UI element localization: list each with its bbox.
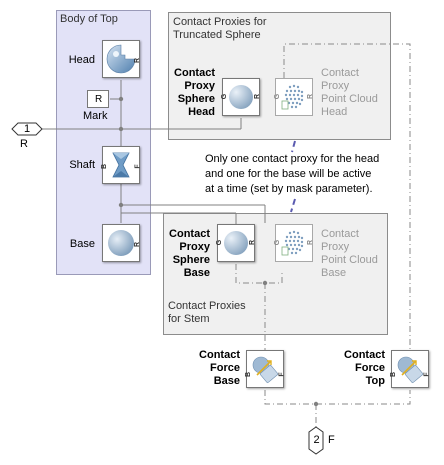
shaft-port-f: F [134,164,142,169]
shaft-port-b: B [101,163,109,170]
proxy-cloud-base-block[interactable]: G R [274,224,314,262]
sphere-icon [229,85,253,109]
contact-force-icon [397,356,424,383]
force-output-wire [264,390,411,405]
truncated-sphere-title: Contact Proxies for Truncated Sphere [173,16,267,41]
out-port-2-label: F [328,434,335,446]
proxy-cloud-base-label: Contact Proxy Point Cloud Base [321,228,378,279]
proxy-sphere-head-label: Contact Proxy Sphere Head [174,67,215,118]
sphere-icon [224,231,248,255]
contact-force-icon [252,356,279,383]
head-port-r: R [133,57,141,64]
proxy-sphere-base-port-g: G [216,239,224,246]
out-port-2-shape [308,426,324,455]
annotation-leader-lines [290,140,296,213]
base-label: Base [69,238,95,250]
stem-title: Contact Proxies for Stem [168,300,246,325]
mask-annotation: Only one contact proxy for the head and … [205,153,380,195]
proxy-sphere-base-label: Contact Proxy Sphere Base [169,228,210,279]
proxy-sphere-head-port-g: G [221,93,229,100]
force-top-block[interactable]: B F [390,350,431,388]
head-proxy-to-force-top-wire [283,43,411,350]
point-cloud-icon [281,230,304,256]
proxy-sphere-head-block[interactable]: G R [221,78,261,116]
shaft-shape-icon [112,152,130,178]
base-port-r: R [133,241,141,248]
proxy-cloud-base-port-r: R [306,239,314,246]
proxy-cloud-head-port-g: G [274,93,282,100]
force-base-label: Contact Force Base [199,349,240,387]
force-top-label: Contact Force Top [344,349,385,387]
shaft-block[interactable]: B F [101,146,142,184]
head-block[interactable]: R [102,40,141,78]
force-base-block[interactable]: B F [245,350,286,388]
in-port-1-shape [11,122,43,136]
force-base-port-f: F [278,372,286,377]
out-port-2-number: 2 [313,434,320,446]
proxy-cloud-head-block[interactable]: G R [274,78,314,116]
head-label: Head [68,54,95,66]
base-shape-icon [108,230,134,256]
force-top-port-b: B [390,371,398,378]
mark-port-letter: R [95,94,103,105]
shaft-label: Shaft [69,159,95,171]
proxy-sphere-head-port-r: R [253,93,261,100]
force-base-port-b: B [245,371,253,378]
mark-block[interactable]: R [87,90,109,108]
truncated-sphere-area: Contact Proxies for Truncated Sphere [168,12,391,140]
proxy-cloud-head-label: Contact Proxy Point Cloud Head [321,67,378,118]
mark-label: Mark [83,110,108,122]
proxy-sphere-base-block[interactable]: G R [216,224,256,262]
force-top-port-f: F [423,372,431,377]
in-port-1-label: R [20,138,28,150]
in-port-1-number: 1 [23,123,31,135]
point-cloud-icon [281,84,304,110]
body-of-top-title: Body of Top [60,13,118,25]
proxy-cloud-base-port-g: G [274,239,282,246]
head-shape-icon [106,44,136,74]
proxy-sphere-base-port-r: R [248,239,256,246]
base-block[interactable]: R [102,224,141,262]
proxy-cloud-head-port-r: R [306,93,314,100]
